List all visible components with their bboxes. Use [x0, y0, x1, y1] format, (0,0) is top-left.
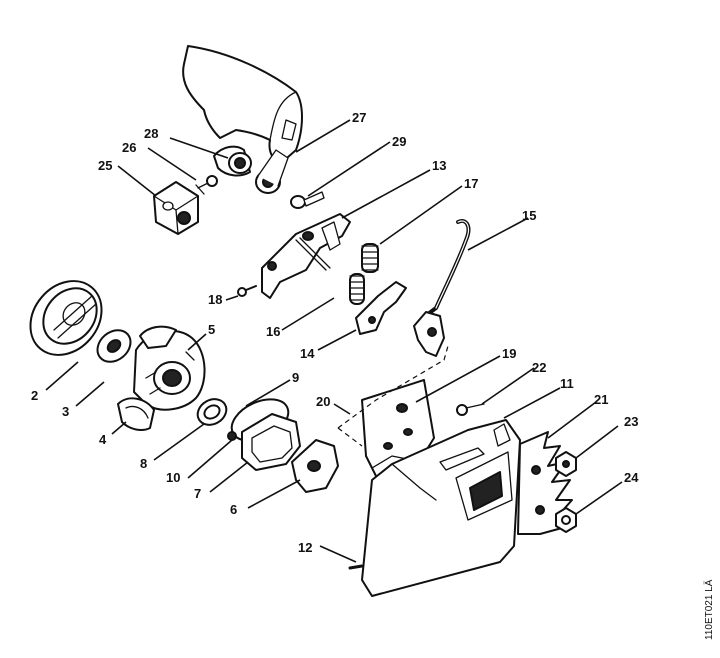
- part-screw-22: [456, 403, 485, 416]
- callout-labels: 2 3 4 5 6 7 8 9 10 11 12 13 14 15 16 17 …: [31, 110, 639, 555]
- callout-4: 4: [99, 432, 107, 447]
- callout-25: 25: [98, 158, 112, 173]
- part-screw-29: [290, 191, 325, 209]
- callout-14: 14: [300, 346, 315, 361]
- part-clutch-drum: [29, 280, 103, 356]
- part-nut-24: [555, 507, 577, 533]
- reference-code: 110ET021 LÄ: [703, 579, 715, 640]
- callout-22: 22: [532, 360, 546, 375]
- part-pawl-lever: [355, 281, 407, 335]
- callout-16: 16: [266, 324, 280, 339]
- part-nut-23: [555, 451, 577, 477]
- callout-2: 2: [31, 388, 38, 403]
- callout-9: 9: [292, 370, 299, 385]
- callout-6: 6: [230, 502, 237, 517]
- callout-8: 8: [140, 456, 147, 471]
- part-pin-18: [237, 285, 257, 297]
- part-screw-10: [227, 431, 237, 441]
- callout-12: 12: [298, 540, 312, 555]
- callout-24: 24: [624, 470, 639, 485]
- part-screw-small: [195, 175, 218, 195]
- part-brake-bracket: [261, 213, 351, 299]
- part-chain-brake-lever: [182, 45, 303, 194]
- callout-7: 7: [194, 486, 201, 501]
- callout-3: 3: [62, 404, 69, 419]
- callout-29: 29: [392, 134, 406, 149]
- part-gasket-plate: [241, 413, 301, 471]
- callout-17: 17: [464, 176, 478, 191]
- callout-15: 15: [522, 208, 536, 223]
- callout-21: 21: [594, 392, 608, 407]
- callout-10: 10: [166, 470, 180, 485]
- callout-11: 11: [560, 376, 574, 391]
- dashed-assembly-line-2: [337, 427, 363, 447]
- callout-19: 19: [502, 346, 516, 361]
- part-spiked-bumper: [517, 431, 573, 535]
- callout-27: 27: [352, 110, 366, 125]
- callout-13: 13: [432, 158, 446, 173]
- part-sprocket-cover: [348, 419, 521, 597]
- callout-23: 23: [624, 414, 638, 429]
- callout-5: 5: [208, 322, 215, 337]
- part-spring-17: [361, 243, 379, 273]
- leader-lines: [45, 119, 623, 563]
- part-bushing-block: [153, 181, 199, 235]
- callout-26: 26: [122, 140, 136, 155]
- part-spring-16: [349, 273, 365, 305]
- callout-18: 18: [208, 292, 222, 307]
- callout-20: 20: [316, 394, 330, 409]
- part-spring-ring: [196, 398, 228, 426]
- part-brake-rod: [413, 219, 471, 357]
- callout-28: 28: [144, 126, 158, 141]
- part-clutch-assembly: [133, 325, 206, 411]
- part-washer: [96, 329, 132, 363]
- part-clutch-shoe: [117, 397, 155, 431]
